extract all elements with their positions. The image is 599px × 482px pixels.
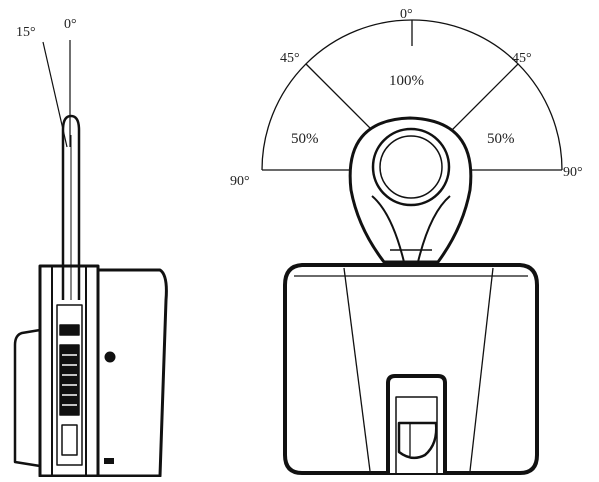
protractor-line-45-right [451,63,519,131]
side-angle-15-label: 15° [16,25,36,40]
side-housing-slot [104,458,114,464]
side-angle-0-label: 0° [64,17,77,32]
front-angle-90-left-label: 90° [230,174,250,189]
front-slot-latch [397,421,438,460]
side-mechanism [56,304,83,466]
side-housing-screw [104,351,116,363]
side-view [13,40,168,478]
front-view [261,19,563,475]
front-housing-seam-left [343,267,371,472]
front-angle-45-right-label: 45° [512,51,532,66]
front-percent-center-label: 100% [389,73,424,89]
protractor-line-45-left [305,63,373,131]
front-percent-right-label: 50% [487,131,515,147]
front-angle-45-left-label: 45° [280,51,300,66]
front-angle-90-right-label: 90° [563,165,583,180]
front-housing-seam-right [469,267,494,472]
side-housing [96,268,168,478]
front-lever [348,116,473,264]
side-lever-handle [61,114,81,300]
front-angle-0-label: 0° [400,7,413,22]
side-rear-cover [13,328,41,468]
front-percent-left-label: 50% [291,131,319,147]
side-angle-wedge [42,40,71,148]
